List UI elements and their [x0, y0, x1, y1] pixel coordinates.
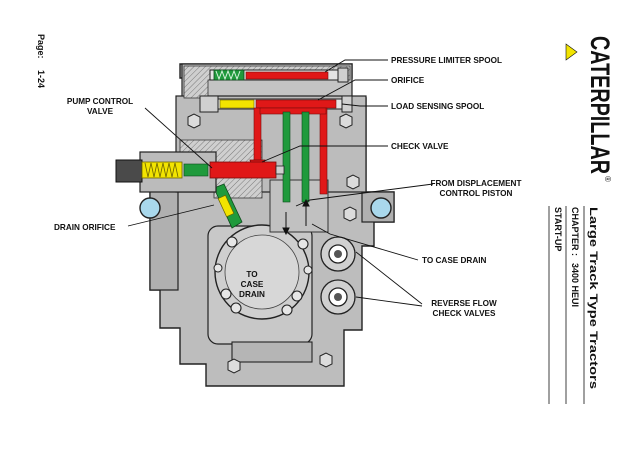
leader-reverse-flow-2 [355, 296, 423, 307]
bottom-plate [231, 341, 313, 363]
pcv-green-section [183, 163, 209, 177]
pump-control-valve [115, 151, 285, 193]
page-label: Page: [36, 34, 46, 59]
pressure-limiter-spool [209, 67, 349, 83]
chapter-label: CHAPTER : [570, 207, 580, 256]
hex-bolt [339, 113, 353, 129]
leader-lines [127, 59, 434, 307]
caterpillar-logo: CATERPILLAR ® [585, 36, 615, 182]
bolt [291, 290, 303, 302]
label-reverse-flow-2: CHECK VALVES [433, 309, 496, 318]
right-mounting-port [370, 197, 392, 219]
hex-bolt [319, 352, 333, 368]
pcv-red-spool [209, 161, 277, 179]
callouts: PRESSURE LIMITER SPOOL ORIFICE LOAD SENS… [54, 56, 521, 318]
leader-load-sensing [341, 103, 388, 107]
housing-left-flange [149, 189, 179, 291]
ls-yellow [219, 99, 255, 109]
label-pump-control-1: PUMP CONTROL [67, 97, 133, 106]
page-number: Page: 1-24 [36, 34, 46, 88]
leader-pump-control [144, 107, 213, 169]
hex-bolt [343, 206, 357, 222]
label-case-drain-3: DRAIN [239, 290, 265, 299]
label-from-displacement-1: FROM DISPLACEMENT [431, 179, 522, 188]
bolt [297, 238, 309, 250]
check-valve-upper-core [334, 250, 342, 258]
bolt [226, 236, 238, 248]
leader-reverse-flow-1 [355, 251, 423, 305]
label-drain-orifice: DRAIN ORIFICE [54, 223, 116, 232]
logo-registered: ® [603, 176, 612, 182]
bolt [220, 288, 232, 300]
hex-bolt [227, 358, 241, 374]
bolt [281, 304, 293, 316]
title-block: Large Track Type Tractors CHAPTER : 3400… [548, 206, 599, 404]
gear-housing-bolts [213, 236, 313, 316]
green-passage-left [282, 111, 291, 203]
label-case-drain-1: TO [246, 270, 258, 279]
label-orifice: ORIFICE [391, 76, 425, 85]
load-sensing-spool [199, 95, 353, 113]
bolt [213, 263, 223, 273]
limiter-spring-coil [215, 69, 241, 81]
label-reverse-flow-1: REVERSE FLOW [431, 299, 497, 308]
pcv-spring-coil [144, 162, 179, 178]
red-cross-passage [259, 107, 327, 115]
label-to-case-drain: TO CASE DRAIN [422, 256, 487, 265]
label-pump-control-2: VALVE [87, 107, 114, 116]
red-passage-right [319, 107, 328, 195]
leader-check-valve [261, 145, 388, 163]
red-passage-vertical [253, 107, 262, 161]
reverse-flow-check-valves [320, 236, 356, 315]
ls-red [255, 99, 337, 109]
label-case-drain-2: CASE [241, 280, 264, 289]
leader-from-displacement [295, 183, 434, 207]
label-load-sensing-spool: LOAD SENSING SPOOL [391, 102, 484, 111]
flow-arrows [282, 198, 310, 236]
pcv-stem [275, 165, 285, 175]
label-check-valve: CHECK VALVE [391, 142, 449, 151]
hex-bolt [187, 113, 201, 129]
pcv-cap [115, 159, 143, 183]
bolt [230, 302, 242, 314]
label-from-displacement-2: CONTROL PISTON [440, 189, 513, 198]
logo-text: CATERPILLAR [585, 36, 615, 174]
doc-title: Large Track Type Tractors [587, 207, 599, 389]
mounting-ports [139, 197, 392, 219]
bolt [303, 265, 313, 275]
left-mounting-port [139, 197, 161, 219]
label-pressure-limiter-spool: PRESSURE LIMITER SPOOL [391, 56, 502, 65]
limiter-red-section [245, 71, 329, 80]
gear-housing-inner [224, 234, 300, 310]
flow-arrowhead [282, 227, 290, 236]
drain-orifice-plug [217, 194, 235, 218]
passage-plate [269, 179, 329, 233]
leader-drain-orifice [127, 204, 215, 227]
chapter-value: 3400 HEUI [570, 263, 580, 307]
hex-bolt [346, 174, 360, 190]
logo-triangle-mark [565, 43, 578, 61]
check-valve-lower-core [334, 293, 342, 301]
leader-pressure-limiter [324, 59, 388, 73]
limiter-end-cap [337, 67, 349, 83]
green-passage-right [301, 111, 310, 203]
page-value: 1-24 [36, 70, 46, 88]
ls-plug-left [199, 95, 219, 113]
leader-case-drain [311, 223, 419, 261]
section-label: START-UP [553, 207, 563, 251]
leader-orifice [317, 79, 388, 101]
flow-arrowhead [302, 198, 310, 207]
